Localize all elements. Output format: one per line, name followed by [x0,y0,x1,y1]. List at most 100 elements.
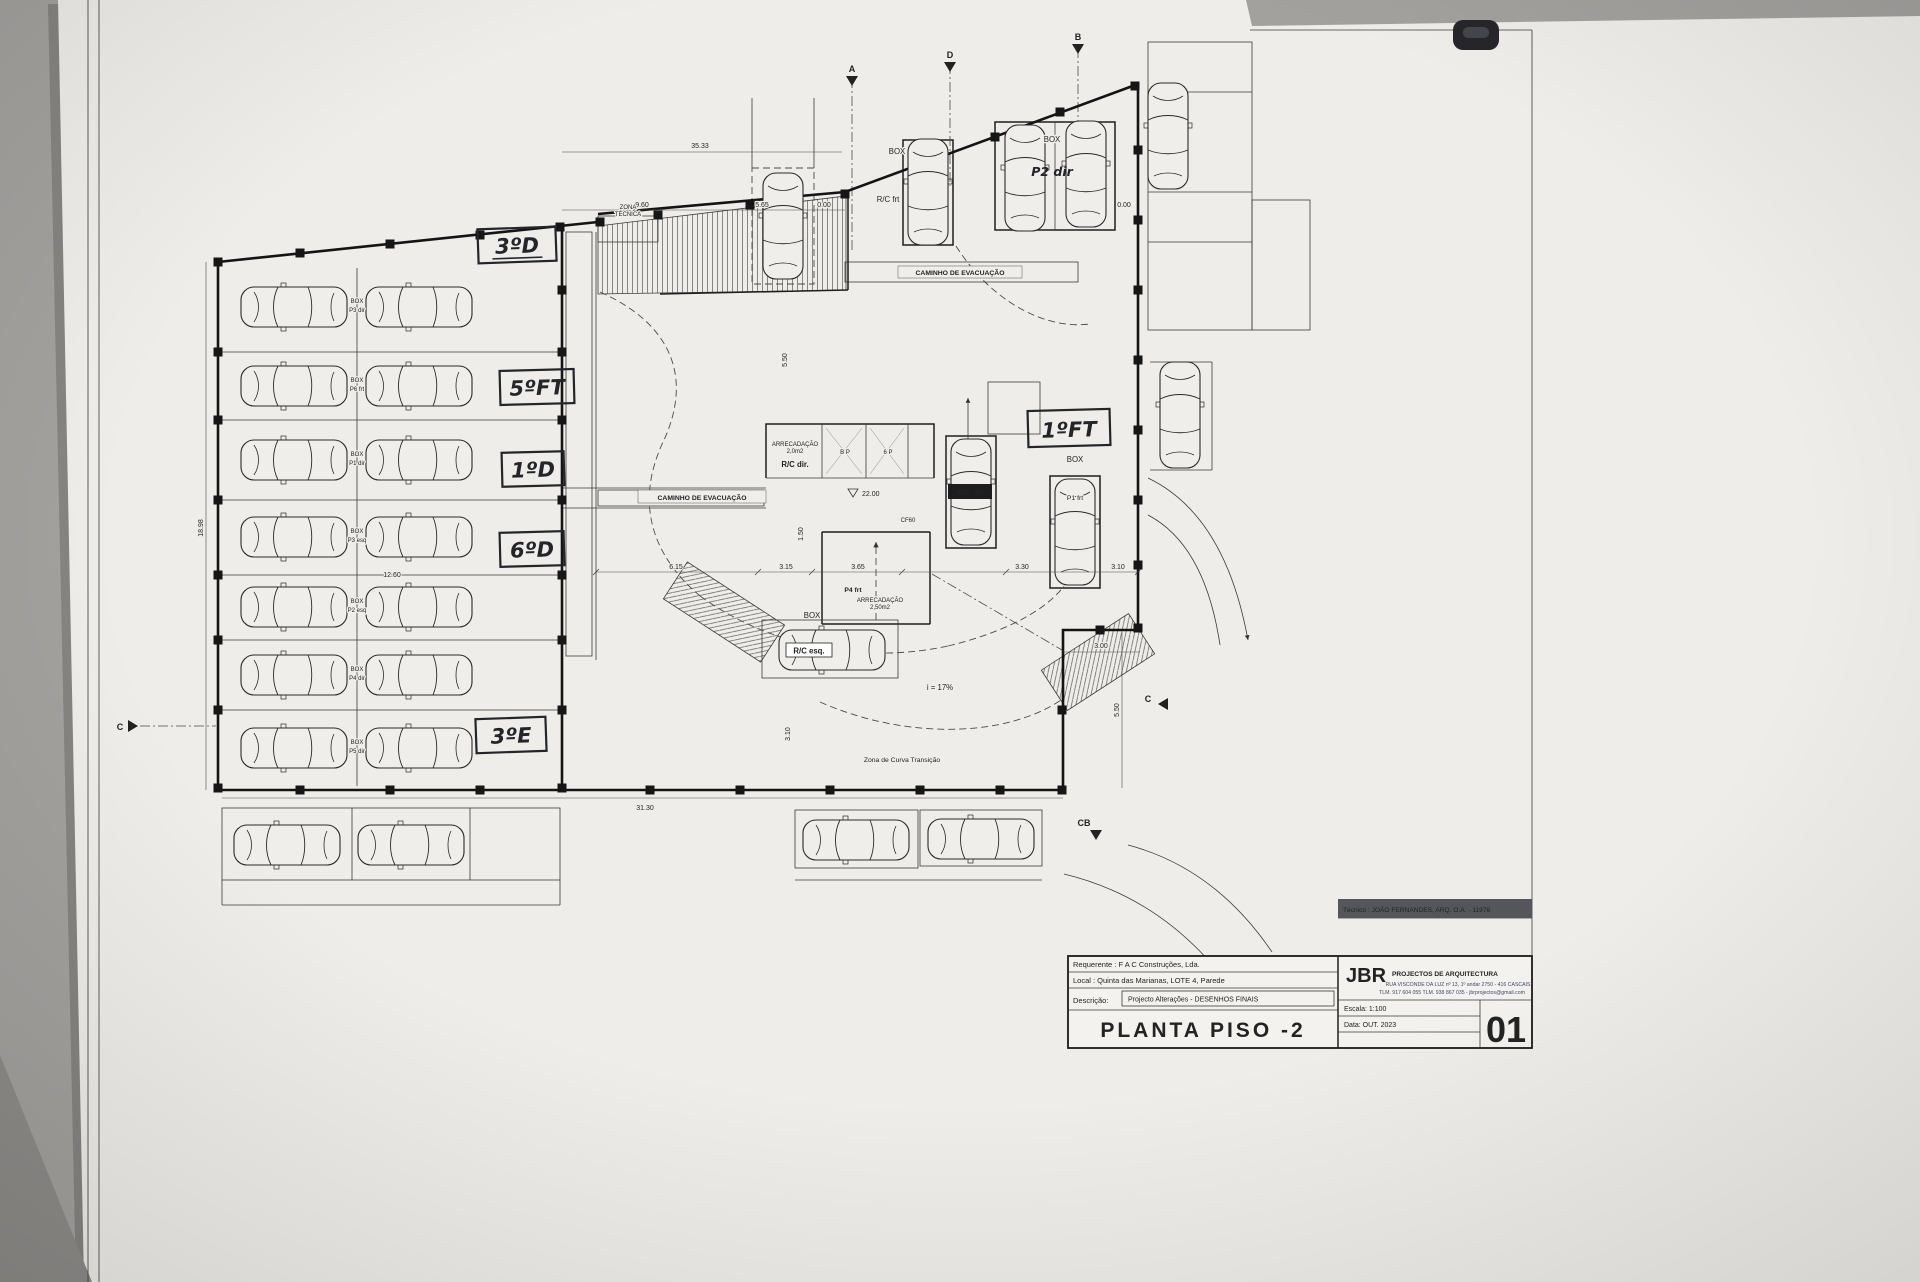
section-marker-cb: CB [1078,818,1091,828]
dim-text: 9.60 [635,202,649,209]
column-marker [295,248,305,258]
column-marker [475,785,485,795]
zona-tecnica-label: ZONA [620,205,637,211]
car-icon [357,820,465,870]
column-marker [1057,785,1067,795]
stall-id-label: P4 dir [349,676,365,682]
column-marker [557,495,567,505]
column-marker [557,570,567,580]
column-marker [557,285,567,295]
car-icon [365,650,473,700]
column-marker [555,222,565,232]
handwritten-label: 5ºFT [509,375,566,400]
firm-tagline: PROJECTOS DE ARQUITECTURA [1392,971,1498,978]
column-marker [595,217,605,227]
column-marker [213,495,223,505]
column-marker [213,783,223,793]
box-label: BOX [804,611,821,620]
car-icon [240,361,348,411]
section-marker-d: D [947,50,954,60]
column-marker [995,785,1005,795]
date-text: Data: OUT. 2023 [1344,1022,1396,1029]
handwritten-p2-dir: P2 dir [1031,164,1073,179]
car-icon [240,650,348,700]
dim-text: 31.30 [636,805,654,812]
zona-tecnica-label: TÉCNICA [615,211,641,218]
dim-text: 3.10 [785,727,792,741]
car-icon [927,814,1035,864]
car-icon [365,282,473,332]
descricao-label: Descrição: [1073,996,1108,1005]
stall-box-label: BOX [351,452,364,458]
storage-label: 2,0m2 [787,449,804,455]
column-marker [1133,560,1143,570]
column-marker [1057,705,1067,715]
dim-text: 0.00 [817,202,831,209]
descricao-value: Projecto Alterações - DESENHOS FINAIS [1128,997,1259,1004]
column-marker [1133,145,1143,155]
dim-text: 5.50 [1114,703,1121,717]
column-marker [557,635,567,645]
column-marker [213,257,223,267]
column-marker [295,785,305,795]
firm-name: JBR [1346,965,1387,987]
handwritten-label: 3ºD [495,233,540,259]
column-marker [557,705,567,715]
stall-box-label: BOX [351,599,364,605]
firm-address-1: RUA VISCONDE DA LUZ nº 13, 1º andar 2750… [1385,982,1531,988]
column-marker [653,210,663,220]
dim-text: 1.50 [798,527,805,541]
car-icon [1143,82,1193,190]
rc-esq-label: R/C esq. [793,647,824,656]
dim-text: 3.10 [1111,564,1125,571]
stall-box-label: BOX [351,378,364,384]
rc-dir-label: R/C dir. [781,460,808,469]
dim-text: 18.98 [198,519,205,537]
paper-sheet [58,0,1920,1282]
car-icon [240,282,348,332]
column-marker [1133,355,1143,365]
handwritten-label: 1ºFT [1041,417,1098,442]
dim-text: 35.33 [691,143,709,150]
car-icon [240,723,348,773]
section-marker-b: B [1075,32,1082,42]
car-icon [758,172,808,280]
evacuation-path-label: CAMINHO DE EVACUAÇÃO [658,493,747,502]
column-marker [1130,81,1140,91]
rc-frt-label: R/C frt [877,195,900,204]
car-icon [240,435,348,485]
box-label: BOX [1044,135,1061,144]
elevator-label: B P [840,450,850,456]
slope-label: i = 17% [927,683,953,692]
car-icon [240,582,348,632]
car-icon [365,723,473,773]
storage-label: 2,50m2 [870,605,891,611]
column-marker [735,785,745,795]
handwritten-label: 6ºD [510,537,555,562]
dim-text: 3.00 [1094,643,1108,650]
stall-id-label: P3 esq [348,538,367,544]
car-icon [365,361,473,411]
evacuation-path-label: CAMINHO DE EVACUAÇÃO [916,268,1005,277]
box-label: BOX [889,147,906,156]
stall-id-label: P6 frt [350,387,365,393]
box-label: BOX [1067,455,1084,464]
elevator-label: 6 P [883,450,892,456]
stall-id-label: P2 esq [348,608,367,614]
dim-text: 5.65 [755,202,769,209]
technician-text: Técnico : JOÃO FERNANDES, ARQ. O.A. - 11… [1343,905,1491,914]
dim-text: 0.00 [1117,202,1131,209]
column-marker [825,785,835,795]
column-marker [990,132,1000,142]
column-marker [213,570,223,580]
dim-text: 3.30 [1015,564,1029,571]
binder-clip-highlight [1463,27,1489,38]
column-marker [385,785,395,795]
column-marker [1055,107,1065,117]
requerente-text: Requerente : F A C Construções, Lda. [1073,960,1200,969]
sheet-number: 01 [1486,1009,1526,1050]
column-marker [213,705,223,715]
